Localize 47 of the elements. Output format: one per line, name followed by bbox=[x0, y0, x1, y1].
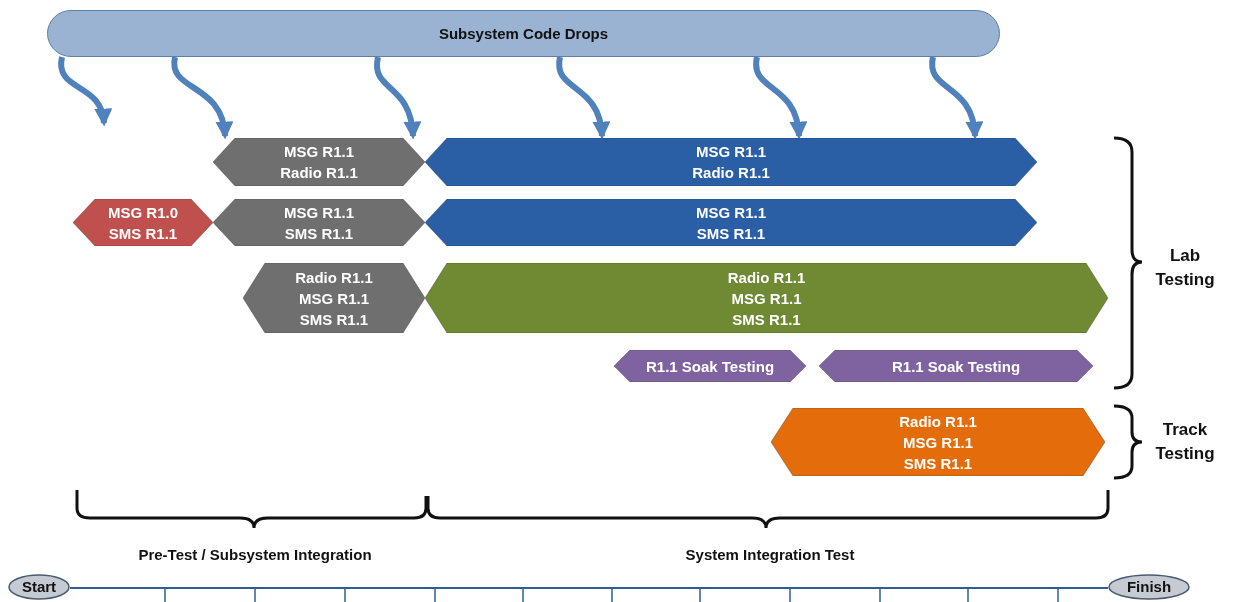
hexagon-bar bbox=[213, 199, 425, 246]
node-label: R1.1 Soak Testing bbox=[891, 356, 1021, 377]
node-label: MSG R1.1 bbox=[696, 142, 766, 162]
node-label: SMS R1.1 bbox=[284, 223, 354, 244]
node-label: Radio R1.1 bbox=[727, 267, 806, 288]
node-label: MSG R1.1 bbox=[696, 202, 766, 223]
node-label: Radio R1.1 bbox=[899, 411, 977, 432]
node-label: Finish bbox=[1126, 578, 1172, 596]
oval-node bbox=[1108, 574, 1190, 600]
node-label: MSG R1.1 bbox=[299, 288, 369, 309]
lab-testing-label: Lab Testing bbox=[1154, 245, 1216, 291]
node-label: Start bbox=[21, 578, 57, 596]
node-label: Subsystem Code Drops bbox=[438, 24, 609, 43]
node-label: MSG R1.1 bbox=[731, 288, 802, 309]
curved-arrow bbox=[556, 56, 610, 140]
phase-label: Pre-Test / Subsystem Integration bbox=[137, 545, 373, 565]
node-label: MSG R1.0 bbox=[108, 202, 178, 223]
node-label: Radio R1.1 bbox=[295, 267, 373, 288]
hexagon-bar bbox=[819, 350, 1093, 382]
hexagon-bar bbox=[614, 350, 806, 382]
node-label: MSG R1.1 bbox=[284, 202, 354, 223]
node-label: SMS R1.1 bbox=[732, 309, 801, 330]
hexagon-bar bbox=[243, 263, 425, 333]
curved-arrow bbox=[753, 56, 807, 140]
node-label: MSG R1.1 bbox=[903, 432, 973, 453]
curved-arrow bbox=[58, 56, 111, 127]
node-label: SMS R1.1 bbox=[299, 309, 369, 330]
oval-node bbox=[8, 574, 70, 600]
node-label: Radio R1.1 bbox=[692, 163, 770, 183]
hexagon-bar bbox=[213, 138, 425, 186]
hexagon-bar bbox=[425, 263, 1108, 333]
rounded-bar bbox=[47, 10, 1000, 57]
node-label: SMS R1.1 bbox=[108, 223, 178, 244]
hexagon-bar bbox=[73, 199, 213, 246]
timeline-line bbox=[69, 587, 1109, 589]
node-label: SMS R1.1 bbox=[696, 223, 766, 244]
node-label: Radio R1.1 bbox=[280, 163, 358, 183]
track-testing-label: Track Testing bbox=[1154, 419, 1216, 465]
node-label: R1.1 Soak Testing bbox=[645, 356, 775, 377]
hexagon-bar bbox=[425, 138, 1037, 186]
hexagon-bar bbox=[425, 199, 1037, 246]
phase-label: System Integration Test bbox=[684, 545, 856, 565]
hexagon-bar bbox=[771, 408, 1105, 476]
node-label: SMS R1.1 bbox=[903, 453, 973, 474]
node-label: MSG R1.1 bbox=[284, 142, 354, 162]
curved-arrow bbox=[929, 56, 983, 140]
curved-arrow bbox=[374, 56, 421, 140]
